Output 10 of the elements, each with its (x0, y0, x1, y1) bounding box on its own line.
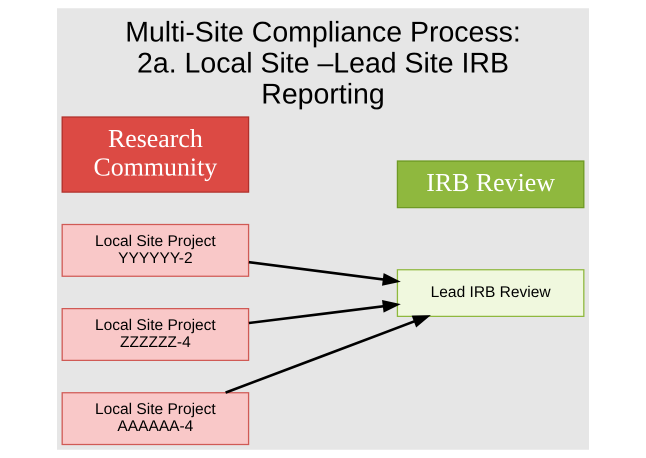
arrow (225, 315, 431, 394)
node-box: Lead IRB Review (396, 269, 584, 318)
diagram-title: Multi-Site Compliance Process: 2a. Local Site –Lead Site IRB Reporting (125, 16, 521, 111)
arrow (248, 300, 401, 324)
arrow (248, 260, 401, 286)
node-box: Research Community (62, 116, 250, 193)
node-box: Local Site Project YYYYYY-2 (62, 224, 250, 277)
node-box: IRB Review (396, 160, 584, 208)
node-box: Local Site Project ZZZZZZ-4 (62, 308, 250, 362)
node-box: Local Site Project AAAAAA-4 (62, 392, 250, 446)
